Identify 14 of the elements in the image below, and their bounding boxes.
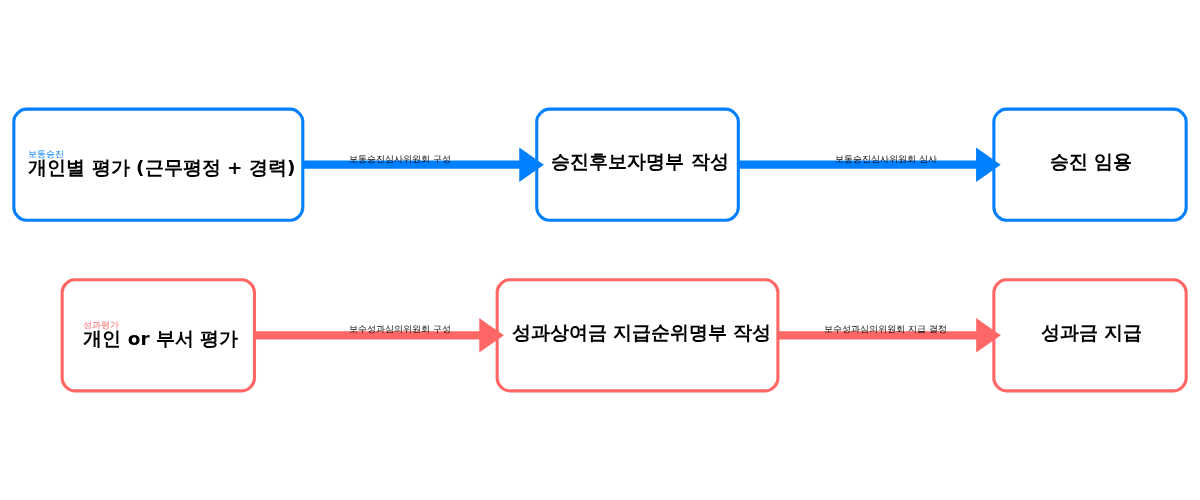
arrow <box>738 147 1001 182</box>
edge-label: 보통승진심사위원회 구성 <box>349 152 451 164</box>
edge-label: 보수성과심의위원회 구성 <box>349 323 451 335</box>
node-box: 성과상여금 지급순위명부 작성 <box>495 278 780 393</box>
node-box: 성과평가 개인 or 부서 평가 <box>60 278 256 393</box>
node-box: 보통승진 개인별 평가 (근무평정 + 경력) <box>12 107 305 222</box>
arrow <box>778 318 1001 353</box>
node-box: 성과금 지급 <box>992 278 1188 393</box>
edge-label: 보수성과심의위원회 지급 결정 <box>824 323 948 335</box>
edge-label: 보통승진심사위원회 심사 <box>834 152 937 164</box>
arrow <box>254 318 504 353</box>
node-box: 승진 임용 <box>992 107 1188 222</box>
arrow <box>302 147 544 182</box>
node-box: 승진후보자명부 작성 <box>535 107 740 222</box>
